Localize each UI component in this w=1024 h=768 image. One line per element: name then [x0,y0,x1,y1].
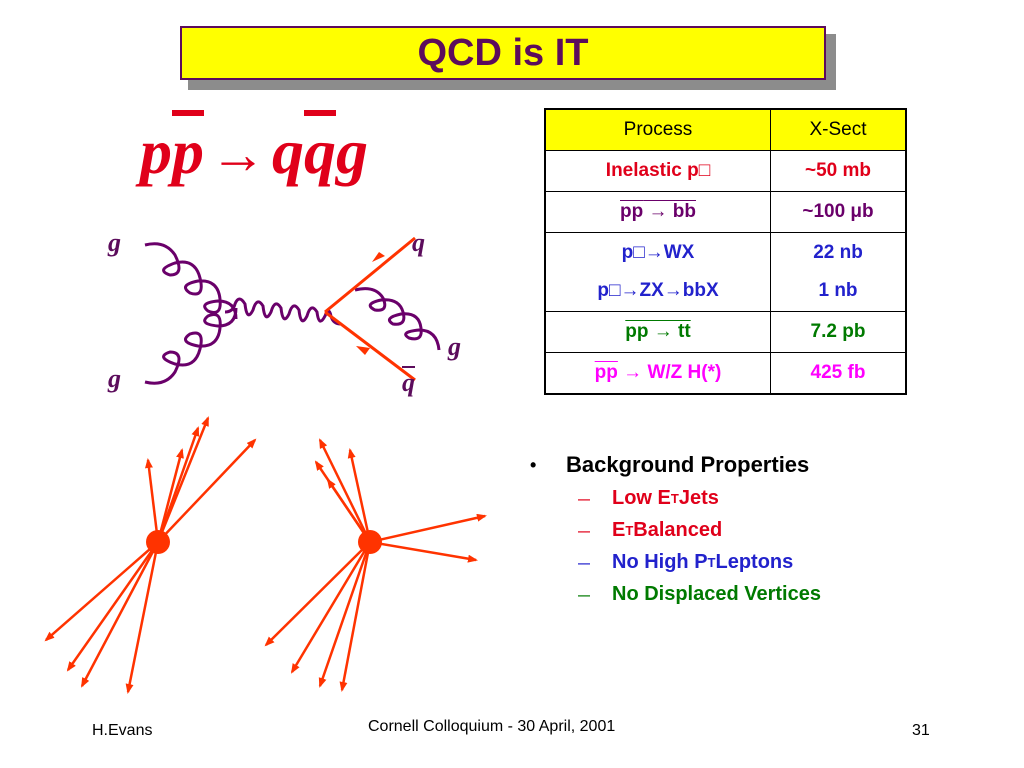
feynman-diagram [144,236,441,385]
process-formula: pp→qqg [140,120,368,184]
xsect-cell: 425 fb [770,352,907,395]
jet-event-diagram [44,416,487,694]
quark-arrow-top [372,252,385,262]
xsect-cell: ~50 mb [770,150,907,192]
sub-text: E [612,519,626,541]
table-row: pp → tt 7.2 pb [544,311,907,353]
process-cell: pp → bb [544,191,771,233]
cross-section-table: Process X-Sect Inelastic p□ ~50 mb pp → … [544,108,907,395]
label-g-right: g [448,332,461,361]
footer-event: Cornell Colloquium - 30 April, 2001 [368,718,616,735]
formula-q1: q [272,116,304,187]
jet-track [264,541,371,647]
table-row: pp → W/Z H(*) 425 fb [544,352,907,395]
jet-track [156,426,200,543]
process-cell: p□→WX p□→ZX→bbX [544,232,771,312]
jet-track [80,541,160,688]
sub-dash: — [578,555,590,570]
process-part: → W/Z H(*) [617,362,722,383]
quark-line-top [324,236,416,314]
bullet-main: • Background Properties [530,452,821,478]
label-g-bottom: g [108,364,121,393]
xsect-cell: 22 nb 1 nb [770,232,907,312]
process-line: p□→ZX→bbX [597,280,719,301]
quark-arrow-bottom [356,346,370,355]
bullet-main-text: Background Properties [566,452,810,477]
jet-track [125,541,160,694]
quark-line-bottom [324,310,416,382]
process-cell: pp → W/Z H(*) [544,352,771,395]
jet-track [347,448,372,543]
sub-bullet: — No Displaced Vertices [578,583,821,606]
process-cell: pp → tt [544,311,771,353]
jet-track [318,541,372,688]
xsect-cell: ~100 μb [770,191,907,233]
title-box: QCD is IT [180,26,826,80]
label-q-bar: q [402,368,415,397]
sub-text: No Displaced Vertices [612,583,821,605]
header-process: Process [544,108,771,151]
sub-subscript: T [625,523,634,538]
xsect-line: 22 nb [813,242,863,263]
gluon-right [354,287,441,351]
sub-text: Low E [612,487,671,509]
footer-author: H.Evans [92,722,153,739]
jet-track [369,540,478,563]
jet-track [318,438,372,543]
sub-dash: — [578,587,590,602]
jet-track [157,438,257,543]
gluon-top-left [144,242,238,320]
sub-text: No High P [612,551,708,573]
gluon-propagator [224,297,342,326]
slide-title: QCD is IT [417,31,589,74]
formula-p1: p [140,116,172,187]
gluon-bottom-left [144,307,238,385]
formula-p2: p [172,116,204,187]
table-row: Inelastic p□ ~50 mb [544,150,907,192]
formula-arrow: → [210,124,266,186]
label-q-top: q [412,228,425,257]
sub-rest: Jets [678,487,719,509]
sub-subscript: T [707,555,716,570]
table-row: pp → bb ~100 μb [544,191,907,233]
jet-track [66,541,160,672]
sub-dash: — [578,491,590,506]
header-xsect: X-Sect [770,108,907,151]
process-part: pp [594,362,618,383]
jet-track [144,458,160,543]
jet-track [156,448,184,543]
bullet-dot: • [530,454,537,475]
process-part: pp [625,321,649,342]
table-row: p□→WX p□→ZX→bbX 22 nb 1 nb [544,232,907,312]
vertex-right [358,530,382,554]
jet-track [44,541,159,642]
jet-track [369,513,487,544]
sub-subscript: T [670,491,679,506]
xsect-cell: 7.2 pb [770,311,907,353]
sub-dash: — [578,523,590,538]
formula-q2: q [304,116,336,187]
jet-track [290,541,372,674]
vertex-left [146,530,170,554]
sub-rest: Leptons [715,551,794,573]
process-line: p□→WX [621,242,695,263]
jet-track [339,541,372,692]
process-cell: Inelastic p□ [544,150,771,192]
sub-rest: Balanced [633,519,723,541]
table-header-row: Process X-Sect [544,108,907,151]
footer-page-number: 31 [912,722,930,739]
formula-g: g [336,116,368,187]
process-part: pp [620,201,644,222]
label-g-top: g [108,228,121,257]
xsect-line: 1 nb [818,280,858,301]
process-part: → bb [643,201,696,222]
jet-track [326,478,372,543]
process-part: → tt [648,321,691,342]
